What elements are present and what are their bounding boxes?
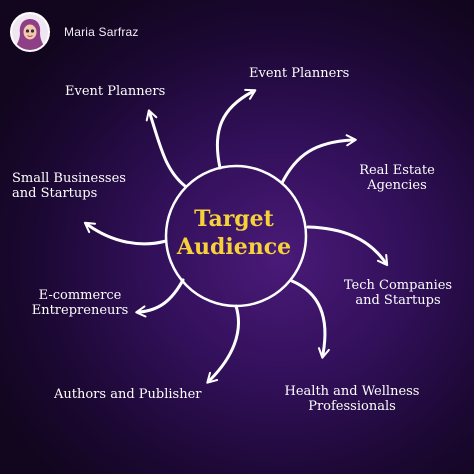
label-ecommerce-line1: E-commerce bbox=[38, 288, 122, 303]
arrow-real-estate bbox=[280, 134, 357, 185]
label-small-businesses-line2: and Startups bbox=[12, 186, 98, 201]
label-small-businesses-line1: Small Businesses bbox=[12, 171, 126, 186]
arrow-health-wellness bbox=[290, 279, 330, 359]
label-health-wellness: Health and Wellness Professionals bbox=[272, 384, 432, 414]
arrow-tech-companies bbox=[306, 225, 389, 267]
label-event-planners-right: Event Planners bbox=[249, 66, 350, 81]
label-event-planners-left: Event Planners bbox=[65, 84, 166, 99]
arrow-small-businesses bbox=[83, 221, 168, 246]
label-tech-companies: Tech Companies and Startups bbox=[332, 278, 464, 308]
center-title-line2: Audience bbox=[176, 234, 292, 260]
center-title-line1: Target bbox=[194, 206, 274, 232]
arrow-ecommerce bbox=[135, 278, 185, 318]
label-health-wellness-line1: Health and Wellness bbox=[284, 384, 420, 399]
label-ecommerce-line2: Entrepreneurs bbox=[31, 303, 129, 318]
center-title: Target Audience bbox=[164, 205, 304, 261]
author-name: Maria Sarfraz bbox=[64, 25, 139, 39]
label-real-estate-line2: Agencies bbox=[367, 178, 427, 193]
avatar bbox=[10, 12, 50, 52]
arrow-event-planners-left bbox=[145, 109, 187, 188]
label-real-estate: Real Estate Agencies bbox=[352, 163, 442, 193]
arrow-event-planners-right bbox=[215, 88, 257, 170]
label-tech-companies-line1: Tech Companies bbox=[343, 278, 453, 293]
label-authors: Authors and Publisher bbox=[54, 387, 202, 402]
label-tech-companies-line2: and Startups bbox=[355, 293, 441, 308]
label-small-businesses: Small Businesses and Startups bbox=[12, 171, 126, 201]
author-header: Maria Sarfraz bbox=[10, 12, 139, 52]
label-ecommerce: E-commerce Entrepreneurs bbox=[26, 288, 134, 318]
arrow-authors bbox=[206, 304, 240, 384]
label-real-estate-line1: Real Estate bbox=[359, 163, 435, 178]
avatar-portrait-icon bbox=[12, 14, 48, 50]
label-health-wellness-line2: Professionals bbox=[308, 399, 396, 414]
